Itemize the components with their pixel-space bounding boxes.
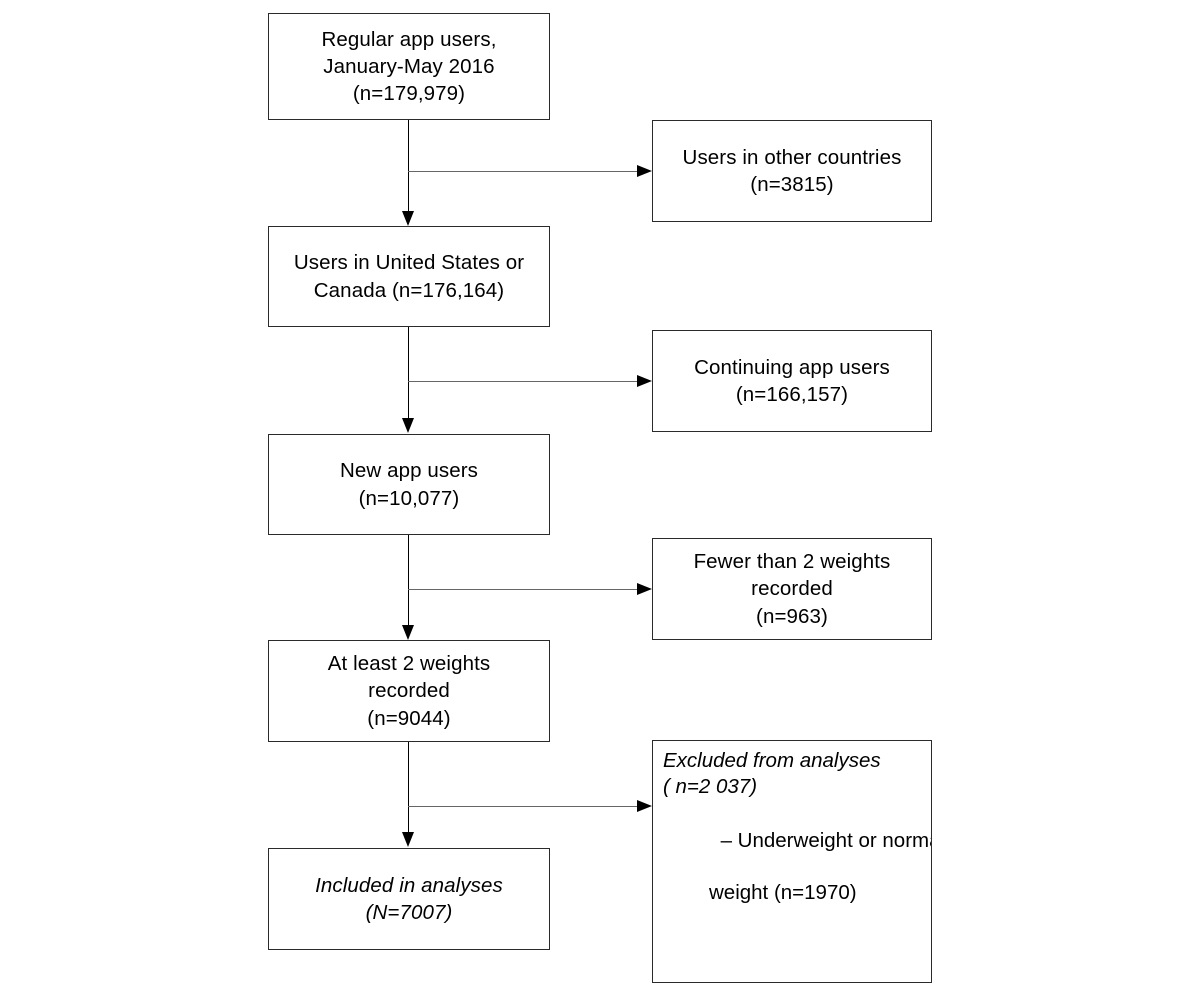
node-users-other-countries-line2: (n=3815)	[750, 173, 834, 196]
arrowhead-right-1	[637, 164, 652, 177]
node-regular-app-users: Regular app users, January-May 2016 (n=1…	[268, 13, 550, 120]
node-users-other-countries-line1: Users in other countries	[682, 145, 902, 169]
connector-vertical-3	[408, 535, 409, 626]
node-regular-app-users-line3: (n=179,979)	[352, 82, 466, 106]
node-excluded-heading-line2: ( n=2 037)	[663, 775, 758, 799]
node-users-us-canada-line1: Users in United States or	[293, 251, 525, 275]
node-continuing-app-users-line2: (n=166,157)	[735, 383, 849, 406]
excluded-reason-main: – Underweight or normal	[720, 828, 932, 852]
node-new-app-users-line1: New app users	[339, 459, 479, 483]
node-at-least-2-weights-line3: (n=9044)	[367, 706, 451, 730]
node-users-us-canada: Users in United States or Canada (n=176,…	[268, 226, 550, 327]
connector-vertical-2	[408, 327, 409, 419]
arrowhead-down-2	[401, 418, 414, 433]
arrowhead-down-3	[401, 625, 414, 640]
node-included-in-analyses-line1: Included in analyses	[315, 873, 503, 897]
connector-vertical-1	[408, 120, 409, 212]
arrowhead-right-4	[637, 799, 652, 812]
node-included-in-analyses-line2: (N=7007)	[365, 901, 453, 924]
node-new-app-users-text: New app users (n=10,077)	[269, 457, 549, 511]
node-at-least-2-weights-line1: At least 2 weights	[327, 652, 491, 676]
node-fewer-than-2-weights-text: Fewer than 2 weights recorded (n=963)	[653, 548, 931, 629]
list-item: – Underweight or normal weight (n=1970)	[663, 801, 931, 958]
list-item: – BMI>70 (n=4)	[663, 960, 925, 982]
node-continuing-app-users-text: Continuing app users (n=166,157)	[653, 354, 931, 408]
node-new-app-users: New app users (n=10,077)	[268, 434, 550, 535]
node-regular-app-users-line1: Regular app users,	[321, 27, 497, 51]
connector-horizontal-4	[408, 806, 637, 807]
node-included-in-analyses: Included in analyses (N=7007)	[268, 848, 550, 950]
node-regular-app-users-line2: January-May 2016	[323, 54, 495, 78]
node-regular-app-users-text: Regular app users, January-May 2016 (n=1…	[269, 26, 549, 107]
arrowhead-down-4	[401, 832, 414, 847]
node-continuing-app-users: Continuing app users (n=166,157)	[652, 330, 932, 432]
node-included-in-analyses-text: Included in analyses (N=7007)	[269, 872, 549, 926]
excluded-reason-list: – Underweight or normal weight (n=1970) …	[663, 801, 931, 982]
connector-horizontal-2	[408, 381, 637, 382]
node-excluded-from-analyses: Excluded from analyses ( n=2 037) – Unde…	[652, 740, 932, 983]
node-at-least-2-weights: At least 2 weights recorded (n=9044)	[268, 640, 550, 742]
arrowhead-down-1	[401, 211, 414, 226]
connector-horizontal-1	[408, 171, 637, 172]
node-fewer-than-2-weights-line2: recorded	[751, 577, 833, 601]
node-fewer-than-2-weights-line3: (n=963)	[756, 604, 828, 628]
arrowhead-right-3	[637, 582, 652, 595]
node-users-other-countries-text: Users in other countries (n=3815)	[653, 144, 931, 198]
node-fewer-than-2-weights: Fewer than 2 weights recorded (n=963)	[652, 538, 932, 640]
connector-horizontal-3	[408, 589, 637, 590]
node-new-app-users-line2: (n=10,077)	[358, 486, 460, 510]
node-at-least-2-weights-text: At least 2 weights recorded (n=9044)	[269, 650, 549, 731]
node-fewer-than-2-weights-line1: Fewer than 2 weights	[693, 550, 891, 574]
arrowhead-right-2	[637, 374, 652, 387]
node-users-us-canada-text: Users in United States or Canada (n=176,…	[269, 249, 549, 303]
node-excluded-heading-line1: Excluded from analyses	[663, 749, 881, 772]
node-continuing-app-users-line1: Continuing app users	[694, 355, 890, 379]
connector-vertical-4	[408, 742, 409, 833]
node-users-other-countries: Users in other countries (n=3815)	[652, 120, 932, 222]
excluded-reason-cont: weight (n=1970)	[709, 881, 857, 905]
node-at-least-2-weights-line2: recorded	[368, 679, 450, 703]
node-users-us-canada-line2: Canada (n=176,164)	[313, 278, 505, 302]
